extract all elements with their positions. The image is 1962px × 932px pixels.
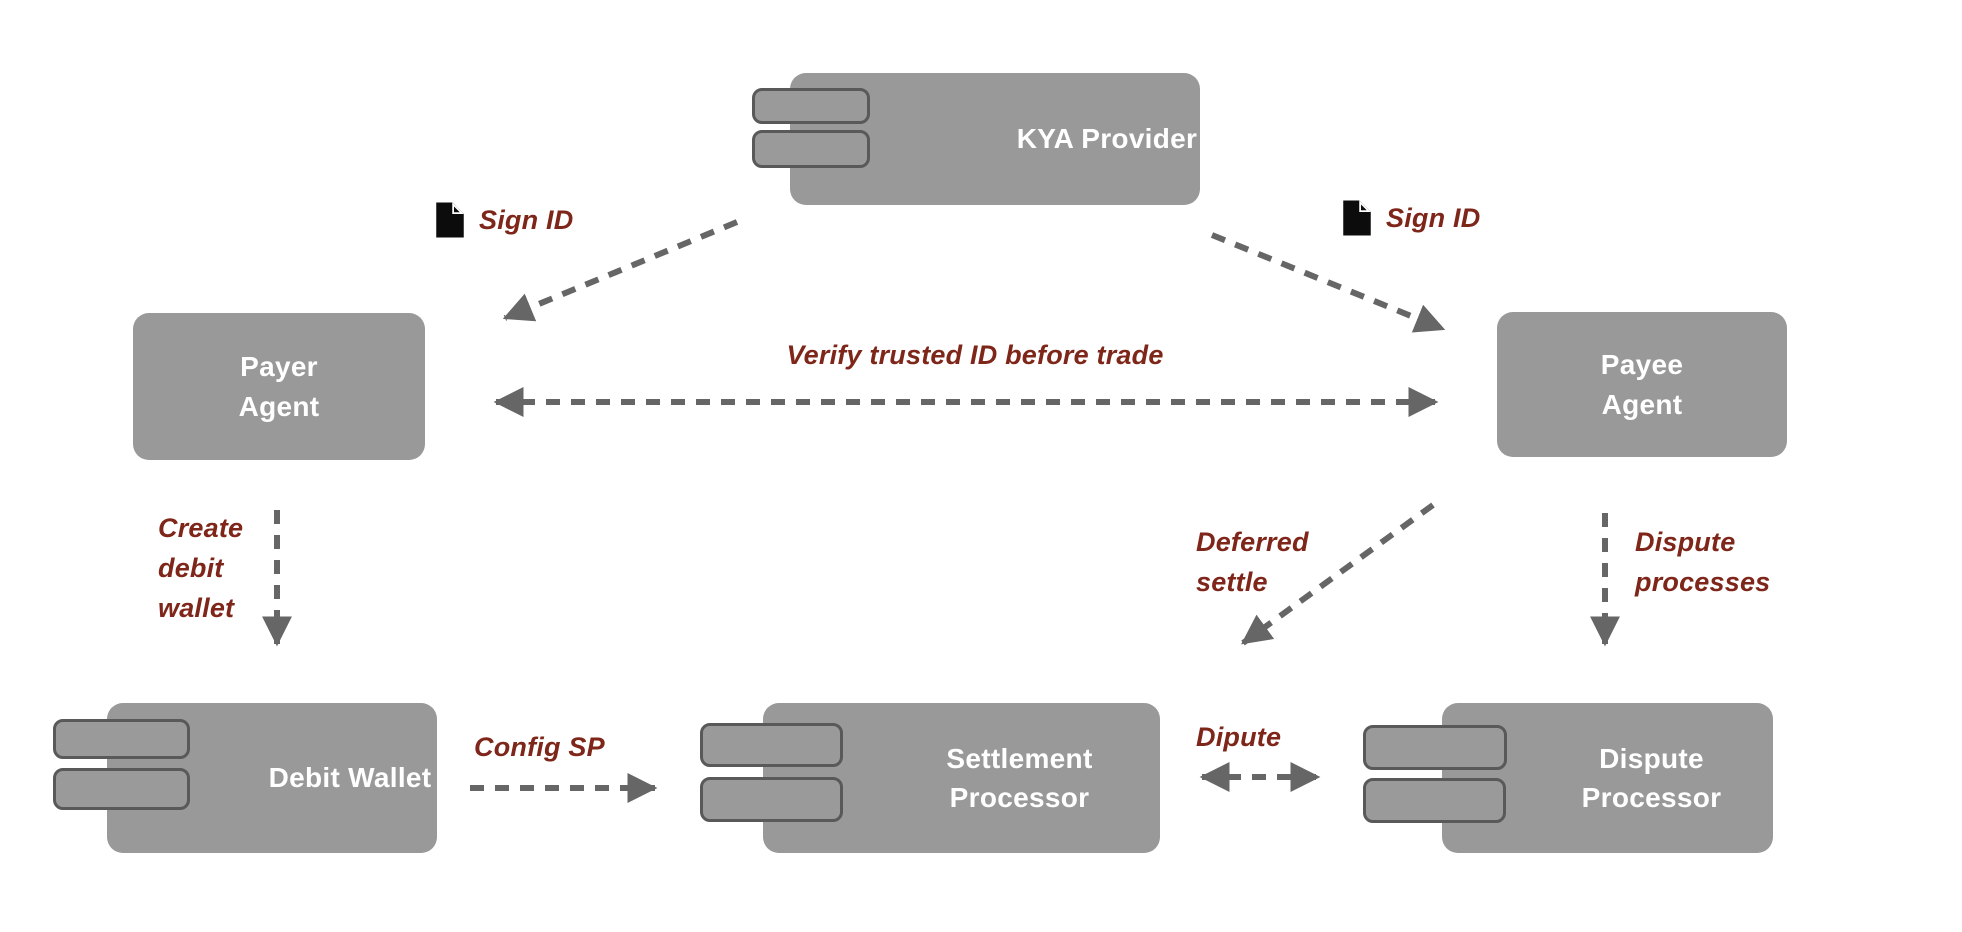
stacked-tab-icon — [1363, 778, 1506, 823]
node-debit-wallet: Debit Wallet — [53, 703, 437, 853]
stacked-tab-icon — [1363, 725, 1507, 770]
node-label-payee-agent: Payee Agent — [1600, 349, 1684, 420]
node-dispute-processor: Dispute Processor — [1363, 703, 1773, 853]
label-sign-id-left: Sign ID — [435, 199, 573, 241]
document-icon — [1343, 200, 1371, 236]
stacked-tab-icon — [752, 88, 870, 124]
node-payer-agent: Payer Agent — [133, 313, 425, 460]
sign-id-text: Sign ID — [1386, 202, 1481, 233]
node-label-settlement-processor: Settlement Processor — [946, 742, 1093, 813]
label-deferred-settle: Deferred settle — [1196, 527, 1309, 597]
node-label-debit-wallet: Debit Wallet — [268, 762, 432, 794]
label-create-debit-wallet: Create debit wallet — [158, 513, 244, 623]
label-sign-id-right: Sign ID — [1342, 197, 1480, 239]
node-label-dispute-processor: Dispute Processor — [1581, 742, 1722, 813]
stacked-tab-icon — [752, 130, 870, 168]
label-verify-trusted-id: Verify trusted ID before trade — [786, 340, 1164, 370]
edge-kya-to-payee-arrow — [1210, 232, 1446, 333]
edge-kya-to-payer-arrow — [502, 219, 739, 322]
node-label-kya-provider: KYA Provider — [1016, 123, 1198, 155]
node-label-payer-agent: Payer Agent — [238, 351, 320, 422]
stacked-tab-icon — [53, 768, 190, 810]
label-dispute-processes: Dispute processes — [1635, 527, 1771, 597]
stacked-tab-icon — [700, 723, 843, 767]
node-settlement-processor: Settlement Processor — [700, 703, 1160, 853]
node-kya-provider: KYA Provider — [752, 73, 1200, 205]
stacked-tab-icon — [53, 719, 190, 759]
stacked-tab-icon — [700, 777, 843, 822]
label-dipute: Dipute — [1196, 722, 1282, 752]
document-icon — [436, 202, 464, 238]
sign-id-text: Sign ID — [479, 204, 574, 235]
label-config-sp: Config SP — [474, 732, 605, 762]
node-payee-agent: Payee Agent — [1497, 312, 1787, 457]
